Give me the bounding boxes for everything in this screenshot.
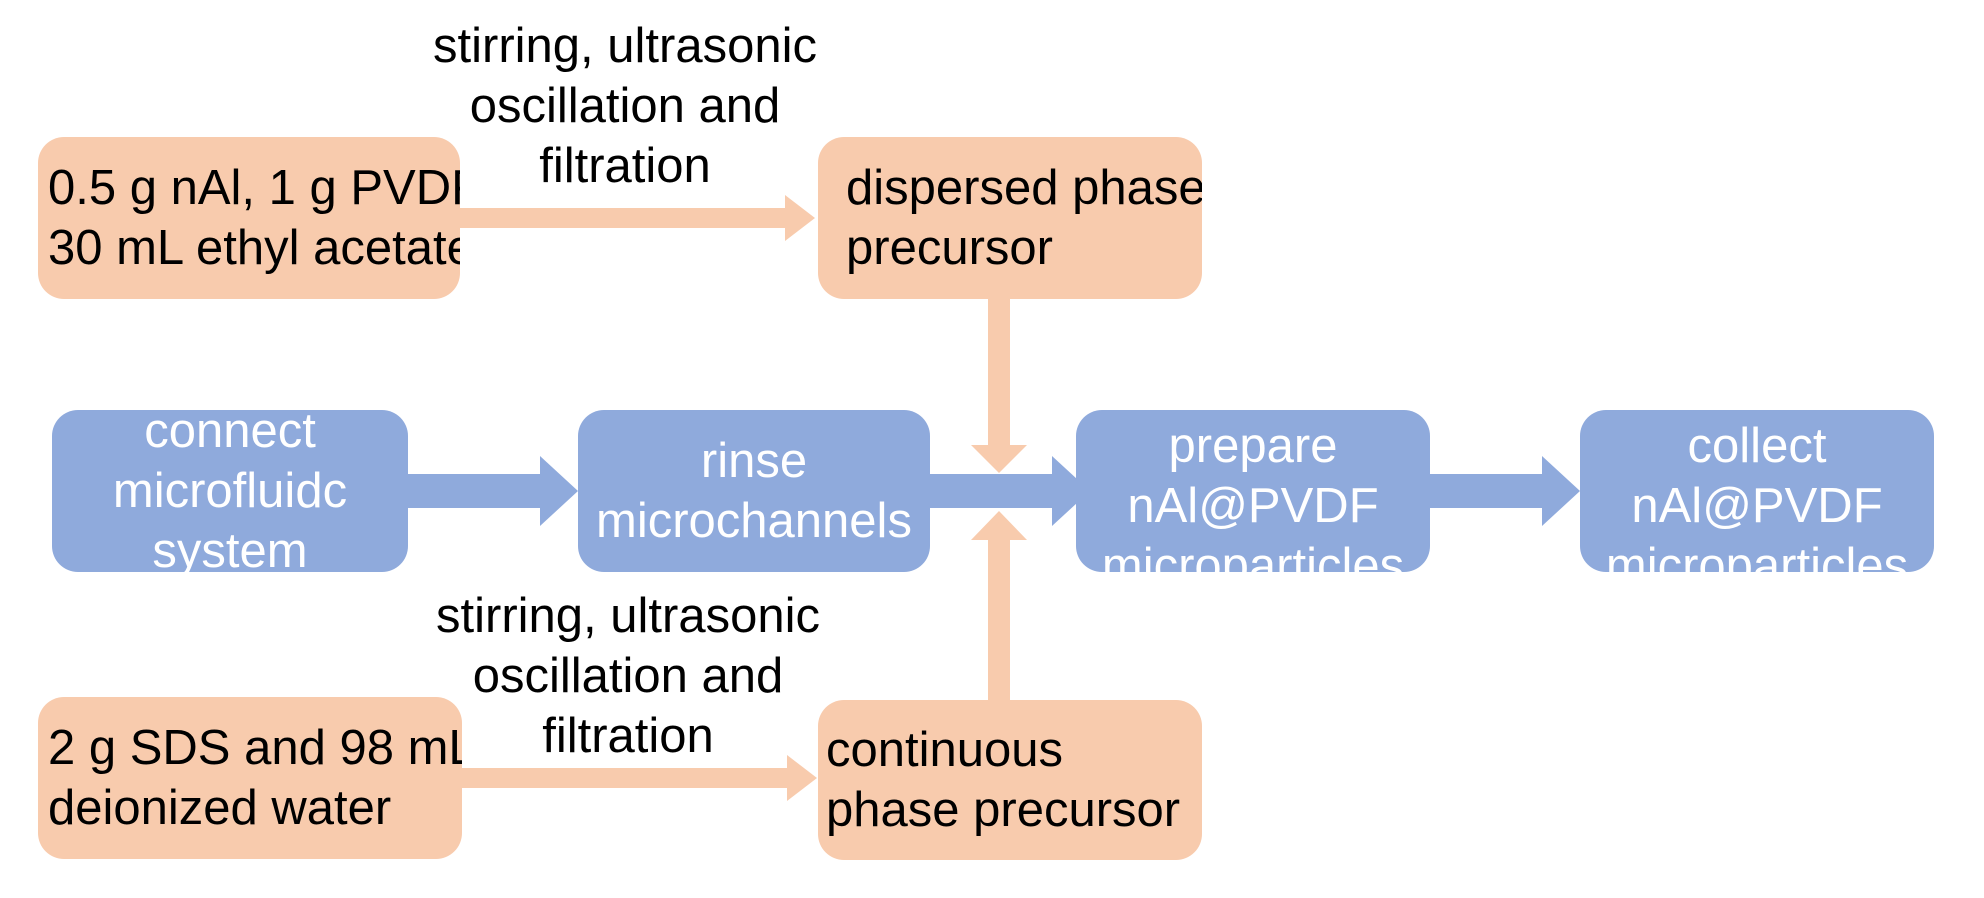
- step-rinse-box: rinse microchannels: [578, 410, 930, 572]
- arrow-prepare-to-collect: [1428, 456, 1580, 526]
- top-process-line-3: filtration: [539, 139, 711, 193]
- step-connect-line-2: microfluidc: [112, 464, 348, 518]
- dispersed-precursor-line-2: precursor: [846, 221, 1053, 275]
- step-collect-line-1: collect: [1687, 419, 1827, 473]
- continuous-materials-box: 2 g SDS and 98 mL deionized water: [38, 697, 462, 859]
- continuous-precursor-box: continuous phase precursor: [818, 700, 1202, 860]
- arrow-dispersed-down: [971, 298, 1027, 473]
- step-connect-box: connect microfluidc system: [52, 410, 408, 572]
- step-rinse-line-2: microchannels: [596, 494, 912, 548]
- arrow-to-continuous-precursor: [462, 755, 817, 801]
- arrow-rinse-to-prepare: [930, 456, 1090, 526]
- bottom-process-line-3: filtration: [542, 709, 714, 763]
- step-connect-line-1: connect: [144, 410, 316, 458]
- step-collect-line-2: nAl@PVDF: [1631, 479, 1883, 533]
- bottom-process-line-1: stirring, ultrasonic: [436, 589, 820, 643]
- step-prepare-line-3: microparticles: [1101, 539, 1405, 572]
- continuous-materials-line-1: 2 g SDS and 98 mL: [48, 721, 462, 775]
- step-collect-box: collect nAl@PVDF microparticles: [1580, 410, 1934, 572]
- step-prepare-line-2: nAl@PVDF: [1127, 479, 1379, 533]
- step-prepare-line-1: prepare: [1168, 419, 1338, 473]
- dispersed-materials-line-1: 0.5 g nAl, 1 g PVDF,: [48, 161, 460, 215]
- bottom-process-line-2: oscillation and: [472, 649, 784, 703]
- step-rinse-line-1: rinse: [700, 434, 808, 488]
- dispersed-precursor-line-1: dispersed phase: [846, 161, 1202, 215]
- top-process-line-1: stirring, ultrasonic: [433, 19, 817, 73]
- dispersed-materials-box: 0.5 g nAl, 1 g PVDF, 30 mL ethyl acetate: [38, 137, 460, 299]
- bottom-process-label: stirring, ultrasonic oscillation and fil…: [428, 586, 828, 766]
- step-prepare-box: prepare nAl@PVDF microparticles: [1076, 410, 1430, 572]
- arrow-connect-to-rinse: [408, 456, 578, 526]
- dispersed-materials-line-2: 30 mL ethyl acetate: [48, 221, 460, 275]
- continuous-precursor-line-2: phase precursor: [826, 783, 1181, 837]
- continuous-precursor-line-1: continuous: [826, 723, 1064, 777]
- step-connect-line-3: system: [152, 524, 308, 572]
- top-process-label: stirring, ultrasonic oscillation and fil…: [425, 16, 825, 196]
- dispersed-precursor-box: dispersed phase precursor: [818, 137, 1202, 299]
- arrow-to-dispersed-precursor: [460, 195, 815, 241]
- continuous-materials-line-2: deionized water: [48, 781, 392, 835]
- step-collect-line-3: microparticles: [1605, 539, 1909, 572]
- arrow-continuous-up: [971, 511, 1027, 700]
- top-process-line-2: oscillation and: [469, 79, 781, 133]
